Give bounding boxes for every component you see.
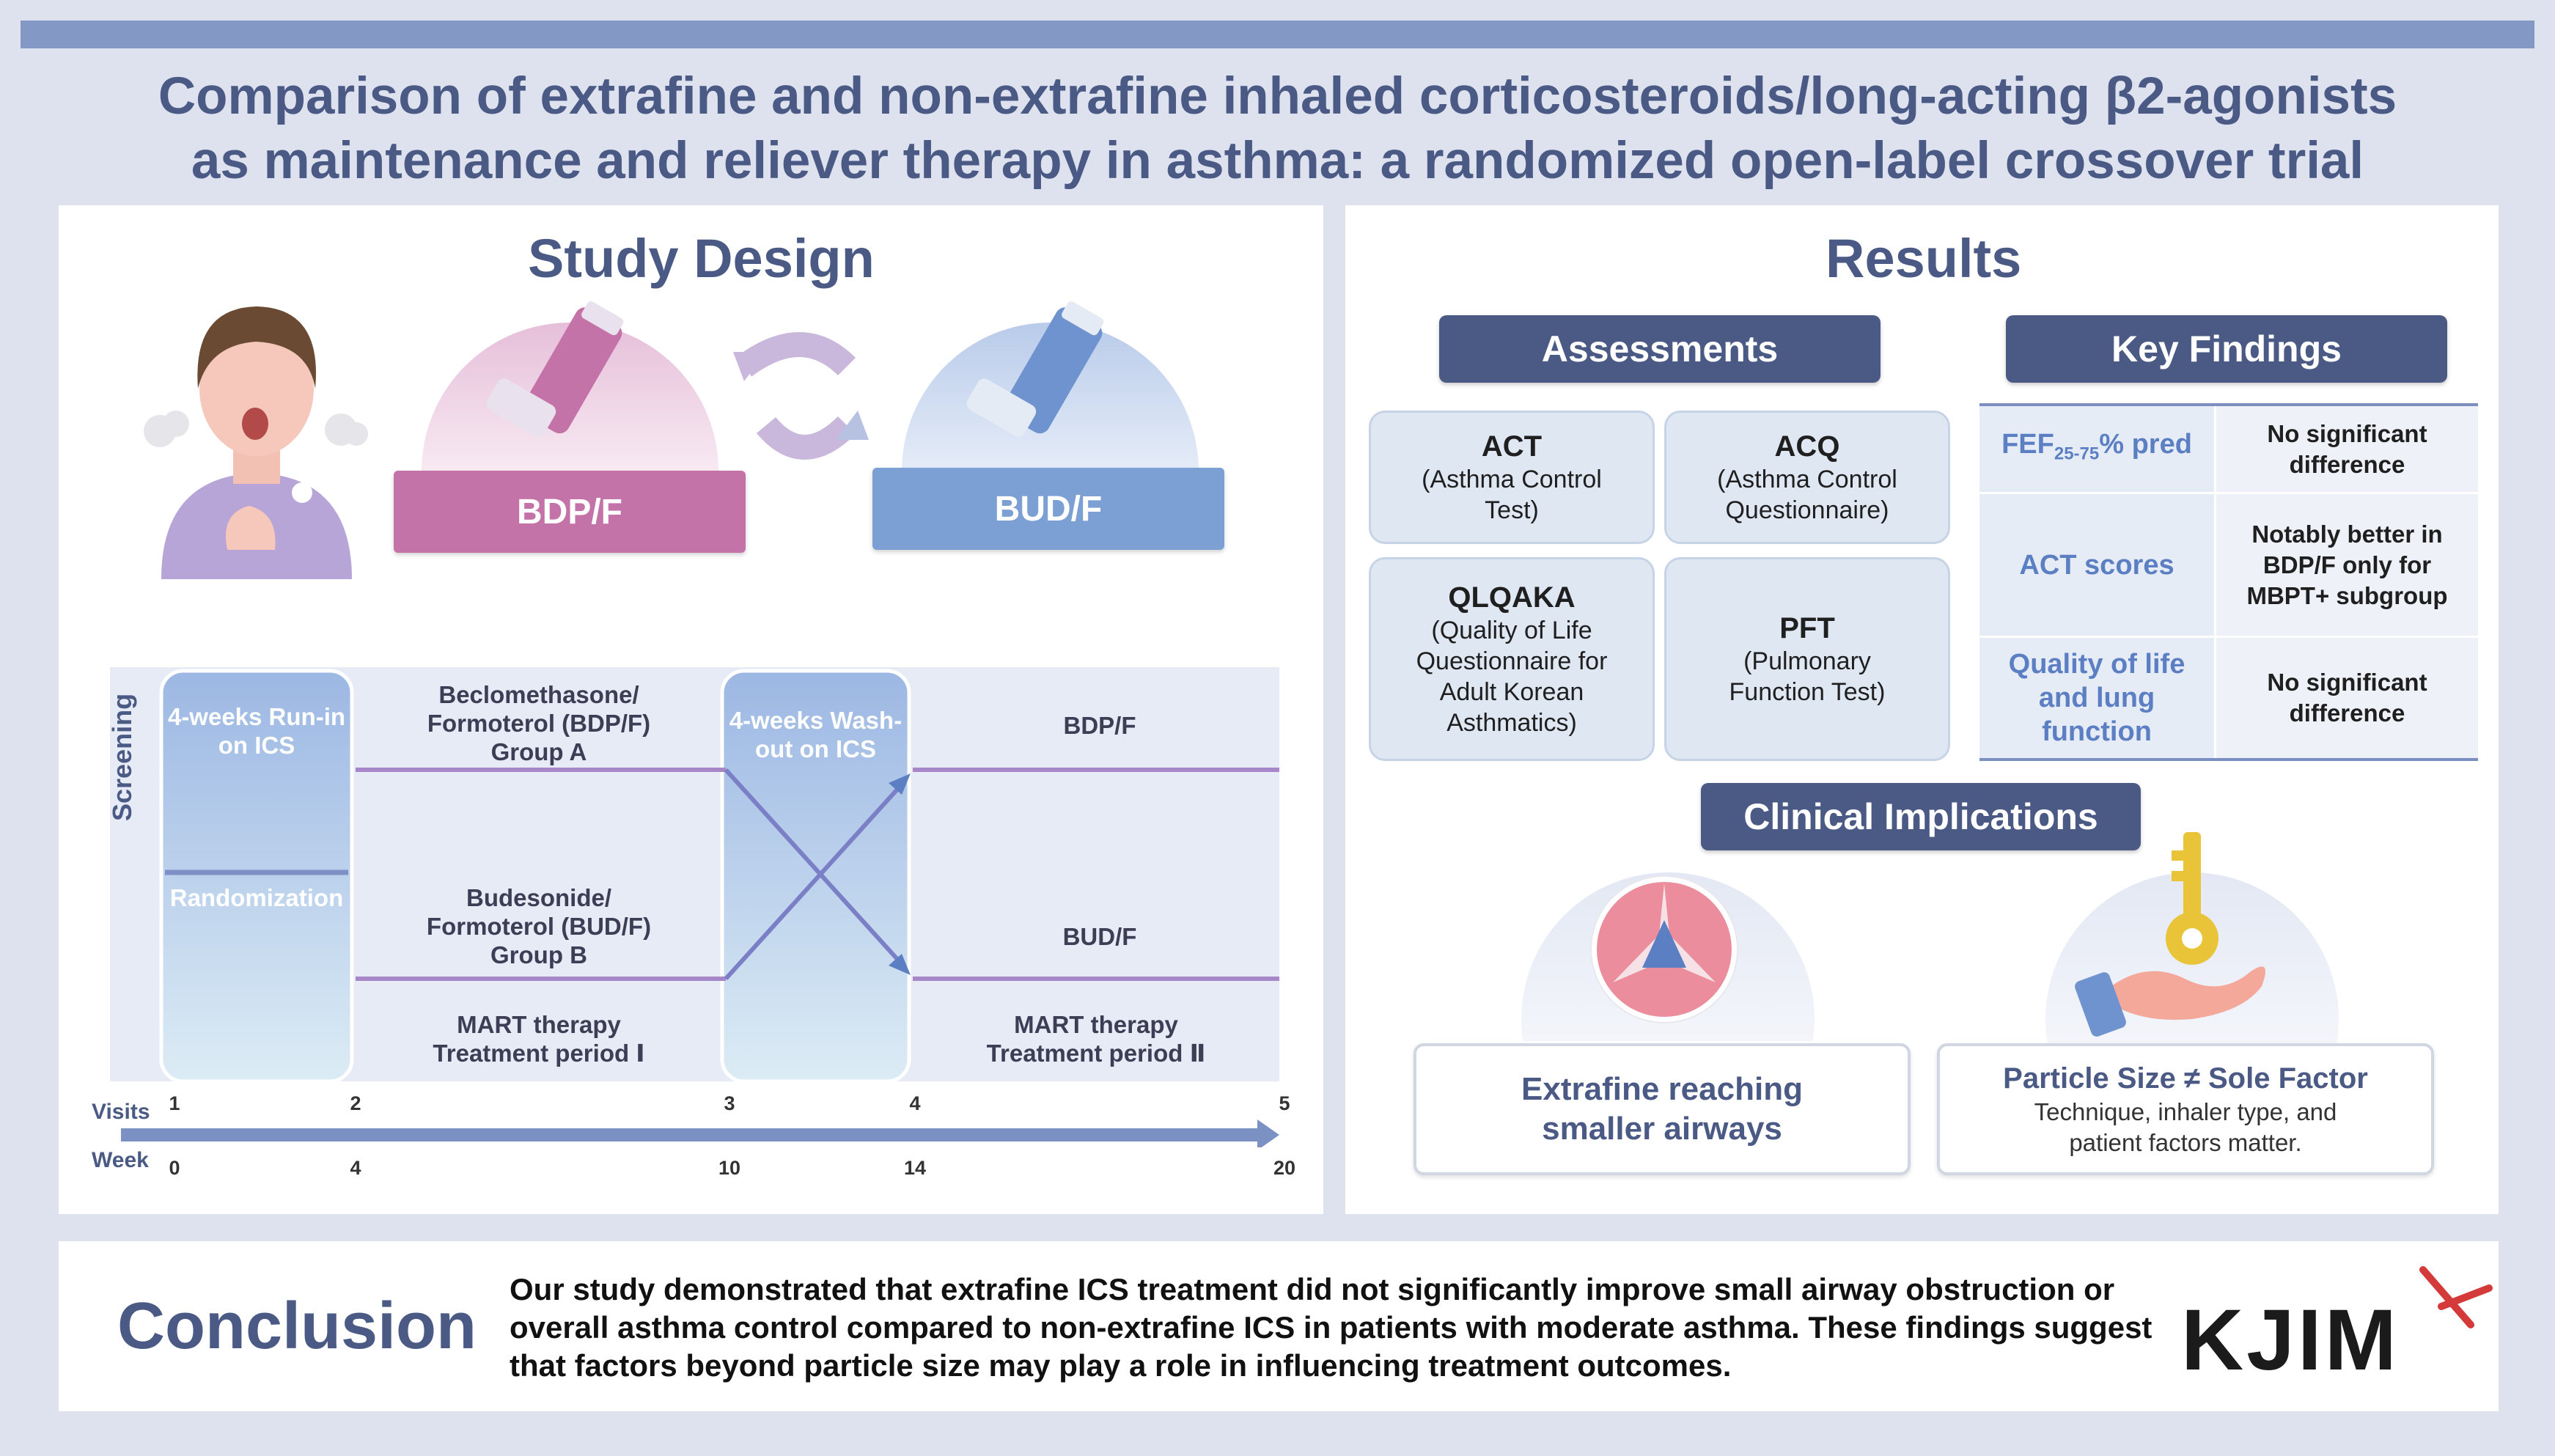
run-in-label: 4-weeks Run-in on ICS [167,703,346,759]
randomization-label: Randomization [169,884,344,911]
conclusion-text: Our study demonstrated that extrafine IC… [510,1272,2153,1383]
implication-card-2: Particle Size ≠ Sole Factor Technique, i… [1937,1043,2434,1175]
conclusion-panel [59,1241,2499,1411]
timeline-diagram [110,667,1279,1147]
conclusion-heading: Conclusion [117,1290,477,1363]
assessments-header: Assessments [1439,315,1881,383]
period-2-label: MART therapy Treatment period Ⅱ [986,1011,1206,1067]
key-finding-row: FEF25-75% pred No significant difference [1979,406,2478,494]
kjim-logo: KJIM [2181,1262,2504,1402]
top-accent-bar [21,21,2534,48]
week-tick: 20 [1273,1157,1296,1179]
visit-tick: 1 [169,1092,180,1114]
key-findings-header: Key Findings [2006,315,2447,383]
implication-card-1: Extrafine reaching smaller airways [1413,1043,1911,1175]
page-title: Comparison of extrafine and non-extrafin… [158,67,2397,190]
bdpf-box: BDP/F [394,471,746,553]
key-finding-value: No significant difference [2214,406,2478,492]
group-b-label: Budesonide/ Formoterol (BUD/F) Group B [426,884,652,968]
key-finding-label: ACT scores [1979,494,2214,636]
key-finding-label: FEF25-75% pred [1979,406,2214,492]
visits-axis-label: Visits [92,1100,150,1124]
key-finding-value: Notably better in BDP/F only for MBPT+ s… [2214,494,2478,636]
key-finding-value: No significant difference [2214,638,2478,758]
period-1-label: MART therapy Treatment period Ⅰ [433,1011,645,1067]
screening-label: Screening [107,693,137,821]
week-tick: 0 [169,1157,180,1179]
airway-illustration [1521,872,1815,1041]
visit-tick: 5 [1279,1092,1290,1114]
cross-bottom-label: BUD/F [1062,923,1137,950]
key-finding-label: Quality of life and lung function [1979,638,2214,758]
results-heading: Results [1826,228,2022,289]
assessment-card-acq: ACQ (Asthma Control Questionnaire) [1664,411,1950,544]
week-tick: 4 [350,1157,361,1179]
blue-inhaler-icon [966,301,1104,437]
key-hand-illustration [2045,832,2339,1048]
assessment-card-pft: PFT (Pulmonary Function Test) [1664,557,1950,761]
study-design-heading: Study Design [528,228,875,289]
visit-tick: 4 [909,1092,921,1114]
group-a-label: Beclomethasone/ Formoterol (BDP/F) Group… [427,681,651,765]
crossover-arrows-icon [733,332,869,460]
week-tick: 14 [903,1157,927,1179]
key-findings-table: FEF25-75% pred No significant difference… [1979,403,2478,761]
cross-top-label: BDP/F [1063,712,1136,739]
key-finding-row: ACT scores Notably better in BDP/F only … [1979,494,2478,638]
patient-illustration [144,306,368,579]
visit-tick: 3 [724,1092,735,1114]
visit-tick: 2 [350,1092,361,1114]
pink-inhaler-icon [486,301,624,437]
week-tick: 10 [718,1157,741,1179]
clinical-implications-header: Clinical Implications [1701,783,2141,850]
assessment-card-act: ACT (Asthma Control Test) [1369,411,1655,544]
week-axis-label: Week [92,1148,149,1172]
washout-label: 4-weeks Wash-out on ICS [729,707,902,762]
key-finding-row: Quality of life and lung function No sig… [1979,638,2478,758]
logo-cross-mark [2419,1266,2493,1328]
budf-box: BUD/F [872,468,1224,550]
assessment-card-qlqaka: QLQAKA (Quality of Life Questionnaire fo… [1369,557,1655,761]
